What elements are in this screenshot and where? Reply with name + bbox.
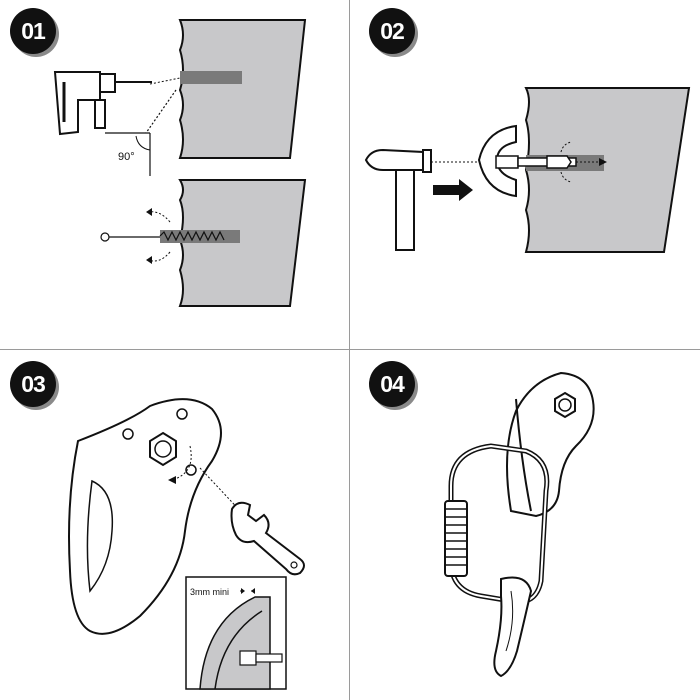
panel-step-2: 02	[351, 0, 699, 348]
drill-hole	[180, 71, 242, 84]
arrow-right-icon	[433, 179, 473, 201]
step-number-badge: 01	[10, 8, 56, 54]
rope-grab-device	[68, 398, 222, 635]
step-number-badge: 04	[369, 361, 415, 407]
anchor-bolt-icon	[495, 155, 577, 169]
min-gap-label: 3mm mini	[190, 587, 229, 597]
angle-label: 90°	[118, 151, 135, 163]
vertical-divider	[349, 0, 350, 700]
panel-step-1: 90° 01	[0, 0, 348, 348]
step-number-badge: 02	[369, 8, 415, 54]
wall-upper	[178, 19, 307, 159]
wrench-icon	[230, 501, 305, 576]
horizontal-divider	[0, 349, 700, 350]
wall	[524, 87, 691, 253]
hammer-icon	[364, 148, 432, 251]
drill-icon	[53, 71, 152, 136]
step-number-badge: 03	[10, 361, 56, 407]
sling-icon	[493, 576, 533, 678]
panel-step-4: 04	[351, 351, 699, 699]
panel-step-3: 3mm mini 03	[0, 351, 348, 699]
brush-icon	[159, 230, 225, 242]
plate	[477, 124, 517, 198]
